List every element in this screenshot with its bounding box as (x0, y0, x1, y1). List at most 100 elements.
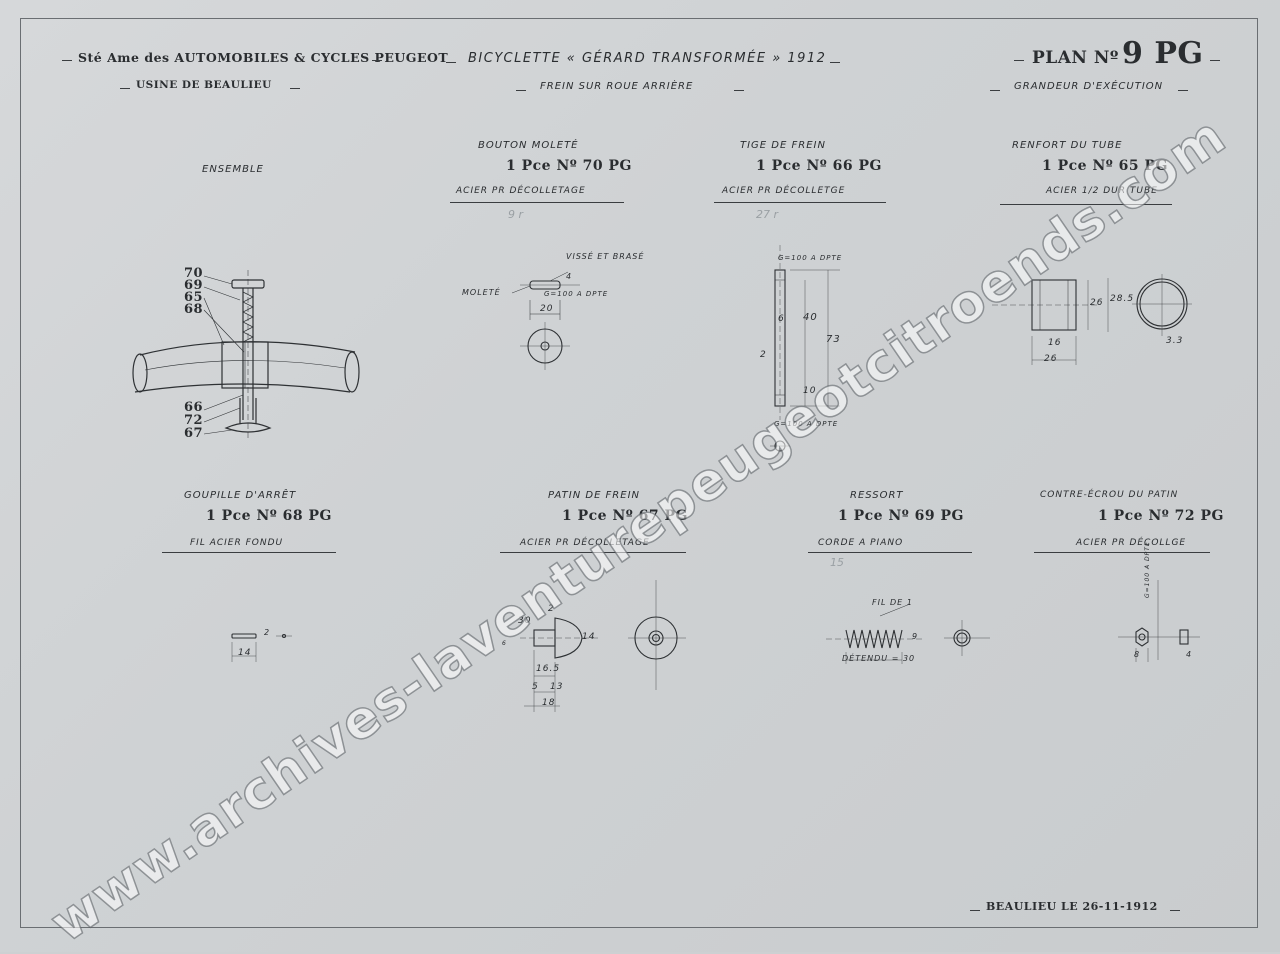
dim-text: 8 (1134, 650, 1141, 659)
dim-text: 73 (826, 334, 841, 345)
dim-text: VISSÉ ET BRASÉ (566, 252, 645, 261)
assembly-title: ENSEMBLE (202, 164, 264, 175)
dim-text: G=100 a DPTE (778, 254, 843, 262)
dim-text: 4 (1186, 650, 1193, 659)
drawing-frame (20, 18, 1258, 928)
part-material: ACIER Pr DÉCOLLge (1076, 538, 1187, 548)
part-underline (1034, 552, 1210, 553)
dim-text: 5 (532, 682, 539, 692)
dim-text: 10 (803, 386, 817, 396)
part-quantity: 1 Pce Nº 66 PG (756, 158, 882, 174)
callout-72: 72 (184, 413, 204, 428)
dim-text: G=100 a DPTE (544, 290, 609, 298)
callout-70: 70 (184, 266, 204, 281)
header-dash (62, 60, 72, 61)
dim-text: 6 (778, 314, 785, 324)
dim-text: 2 (760, 350, 767, 360)
pencil-note: 27 r (756, 208, 779, 221)
part-quantity: 1 Pce Nº 72 PG (1098, 508, 1224, 524)
part-quantity: 1 Pce Nº 67 PG (562, 508, 688, 524)
part-quantity: 1 Pce Nº 70 PG (506, 158, 632, 174)
dim-text: FIL DE 1 (872, 598, 913, 607)
part-name: TIGE DE FREIN (740, 140, 826, 151)
factory-name: USINE DE BEAULIEU (136, 79, 272, 91)
part-name: RENFORT DU TUBE (1012, 140, 1123, 151)
part-material: CORDE A PIANO (818, 538, 904, 548)
part-name: RESSORT (850, 490, 904, 501)
part-name: CONTRE-ÉCROU DU PATIN (1040, 490, 1179, 500)
header-dash (290, 88, 300, 89)
plan-label: PLAN Nº (1032, 48, 1119, 68)
dim-text: 2 (264, 628, 271, 637)
dim-text: 14 (582, 632, 596, 642)
header-dash (990, 90, 1000, 91)
header-dash (1178, 90, 1188, 91)
dim-text: 14 (238, 648, 252, 658)
pencil-note: 15 (830, 556, 844, 569)
drawing-title: BICYCLETTE « GÉRARD TRANSFORMÉE » 1912 (468, 51, 827, 66)
header-dash (372, 60, 382, 61)
dim-text: 16.5 (536, 664, 561, 674)
part-quantity: 1 Pce Nº 69 PG (838, 508, 964, 524)
callout-67: 67 (184, 426, 204, 441)
footer-dash (970, 910, 980, 911)
callout-69: 69 (184, 278, 204, 293)
dim-text: 30 (518, 616, 532, 626)
callout-68: 68 (184, 302, 204, 317)
callout-65: 65 (184, 290, 204, 305)
part-quantity: 1 Pce Nº 65 PG (1042, 158, 1168, 174)
company-name: Sté Ame des AUTOMOBILES & CYCLES PEUGEOT (78, 50, 449, 65)
part-material: ACIER 1/2 DUR TUBE (1046, 186, 1158, 196)
dim-text: 2 (548, 604, 555, 614)
dim-text: 18 (542, 698, 556, 708)
dim-text: DÉTENDU = 30 (842, 654, 916, 663)
header-dash (516, 90, 526, 91)
part-name: GOUPILLE D'ARRÊT (184, 490, 297, 501)
header-dash (830, 62, 840, 63)
header-dash (1210, 60, 1220, 61)
dim-text: G=100 a DPTE (1144, 541, 1151, 598)
part-underline (162, 552, 336, 553)
part-underline (808, 552, 972, 553)
part-material: FIL ACIER FONDU (190, 538, 284, 548)
plan-number: 9 PG (1122, 36, 1204, 71)
dim-text: 40 (803, 312, 818, 323)
dim-text: G=100 a DPTE (774, 420, 839, 428)
callout-66: 66 (184, 400, 204, 415)
header-dash (446, 62, 456, 63)
part-underline (714, 202, 886, 203)
dim-text: MOLETÉ (462, 288, 501, 297)
part-material: ACIER Pr DÉCOLLETAGE (520, 538, 650, 548)
drawing-scale: GRANDEUR D'EXÉCUTION (1014, 81, 1164, 92)
drawing-date: BEAULIEU LE 26-11-1912 (986, 900, 1158, 913)
drawing-subtitle: FREIN SUR ROUE ARRIÈRE (540, 81, 694, 92)
header-dash (734, 90, 744, 91)
dim-text: 26 (1090, 298, 1104, 308)
dim-text: 16 (1048, 338, 1062, 348)
footer-dash (1170, 910, 1180, 911)
part-underline (500, 552, 686, 553)
part-quantity: 1 Pce Nº 68 PG (206, 508, 332, 524)
dim-text: 3.3 (1166, 336, 1184, 346)
header-dash (120, 88, 130, 89)
dim-text: 26 (1044, 354, 1058, 364)
part-name: PATIN DE FREIN (548, 490, 641, 501)
dim-text: 13 (550, 682, 564, 692)
dim-text: 20 (540, 304, 554, 314)
part-material: ACIER Pr DÉCOLLETAGE (456, 186, 586, 196)
part-underline (450, 202, 624, 203)
header-dash (1014, 60, 1024, 61)
dim-text: 28.5 (1110, 294, 1135, 304)
part-name: BOUTON MOLETÉ (478, 140, 579, 151)
dim-text: 4 (566, 272, 573, 281)
dim-text: 9 (912, 632, 919, 641)
